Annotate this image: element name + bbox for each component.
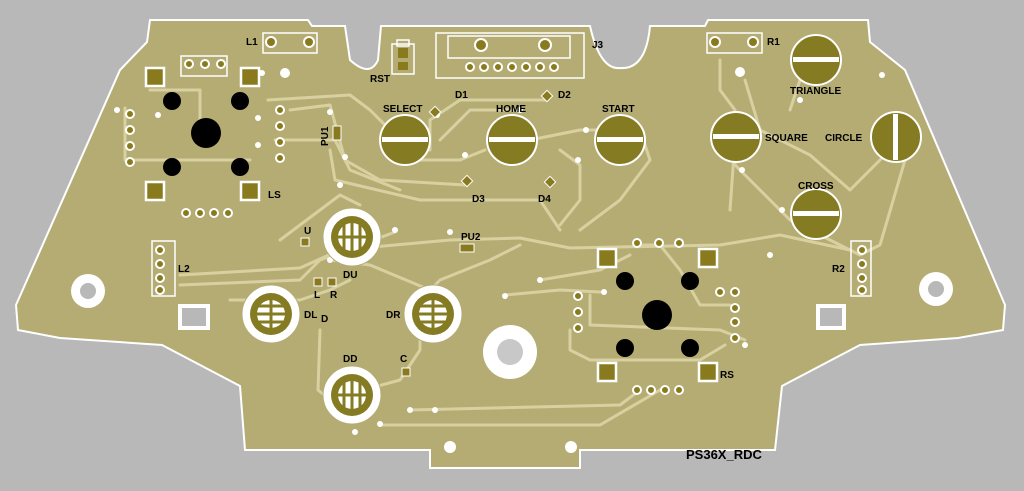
select-button-pad [379, 114, 431, 166]
drill-holes [163, 92, 699, 357]
label-triangle: TRIANGLE [790, 86, 841, 97]
mounting-holes [71, 67, 953, 453]
label-start: START [602, 104, 635, 115]
circle-button-pad [870, 111, 922, 163]
round-buttons [379, 34, 922, 240]
label-d4: D4 [538, 194, 551, 205]
label-ls: LS [268, 190, 281, 201]
label-pu2: PU2 [461, 232, 481, 243]
label-d: D [321, 314, 328, 325]
pads [144, 66, 719, 383]
button-labels: SELECT HOME START TRIANGLE SQUARE CIRCLE… [383, 86, 863, 192]
label-dl: DL [304, 310, 317, 321]
label-d3: D3 [472, 194, 485, 205]
dpad-down-pad [322, 365, 382, 425]
label-circle: CIRCLE [825, 133, 863, 144]
board-name: PS36X_RDC [686, 447, 762, 462]
component-labels: L1 J3 R1 RST D1 D2 D3 D4 PU1 PU2 LS RS L… [178, 37, 845, 381]
smd-components [300, 48, 557, 377]
copper-traces [123, 58, 907, 427]
silkscreen [151, 32, 872, 297]
label-c: C [400, 354, 407, 365]
label-rst: RST [370, 74, 390, 85]
label-select: SELECT [383, 104, 422, 115]
label-cross: CROSS [798, 181, 834, 192]
label-d2: D2 [558, 90, 571, 101]
triangle-button-pad [790, 34, 842, 86]
label-d1: D1 [455, 90, 468, 101]
home-button-pad [486, 114, 538, 166]
label-dd: DD [343, 354, 357, 365]
label-pu1: PU1 [320, 126, 331, 146]
label-rs: RS [720, 370, 734, 381]
dpad-right-pad [403, 284, 463, 344]
start-button-pad [594, 114, 646, 166]
dpad-pads [241, 207, 463, 425]
label-l2: L2 [178, 264, 190, 275]
label-r: R [330, 290, 338, 301]
label-square: SQUARE [765, 133, 808, 144]
square-button-pad [710, 111, 762, 163]
label-j3: J3 [592, 40, 604, 51]
vias [114, 70, 885, 435]
slots [178, 304, 846, 330]
dpad-up-pad [322, 207, 382, 267]
label-r2: R2 [832, 264, 845, 275]
small-pads [125, 36, 867, 395]
dpad-left-pad [241, 284, 301, 344]
label-u: U [304, 226, 311, 237]
cross-button-pad [790, 188, 842, 240]
label-home: HOME [496, 104, 526, 115]
label-r1: R1 [767, 37, 780, 48]
label-dr: DR [386, 310, 401, 321]
label-du: DU [343, 270, 357, 281]
label-l1: L1 [246, 37, 258, 48]
label-l: L [314, 290, 320, 301]
